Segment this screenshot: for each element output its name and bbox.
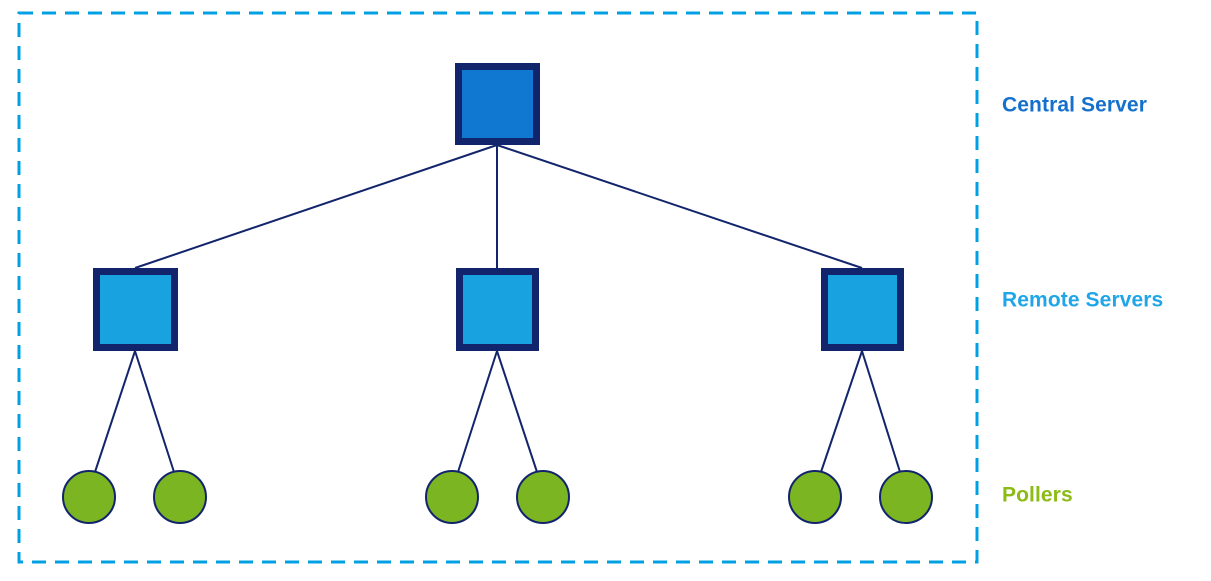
central-server-node[interactable] (455, 63, 540, 145)
connector-line (457, 350, 498, 473)
connector-line (134, 350, 175, 473)
connector-line (820, 350, 863, 473)
remote-servers-tier (93, 268, 904, 351)
poller-node[interactable] (62, 470, 116, 524)
tier-label-pollers: Pollers (1002, 484, 1073, 507)
connector-line (861, 350, 901, 473)
connector-line (496, 144, 863, 269)
tier-label-central-server: Central Server (1002, 94, 1147, 117)
deployment-boundary-rect (17, 11, 979, 564)
connector-line (496, 350, 538, 473)
poller-node[interactable] (879, 470, 933, 524)
connector-line (134, 144, 498, 269)
remote-server-node[interactable] (821, 268, 904, 351)
poller-node[interactable] (425, 470, 479, 524)
pollers-tier (62, 470, 933, 524)
poller-node[interactable] (516, 470, 570, 524)
central-server-tier (455, 63, 540, 145)
poller-node[interactable] (788, 470, 842, 524)
poller-node[interactable] (153, 470, 207, 524)
connector-line (94, 350, 136, 473)
remote-server-node[interactable] (93, 268, 178, 351)
remote-server-node[interactable] (456, 268, 539, 351)
tier-label-remote-servers: Remote Servers (1002, 289, 1163, 312)
connector-lines-group (94, 144, 901, 473)
